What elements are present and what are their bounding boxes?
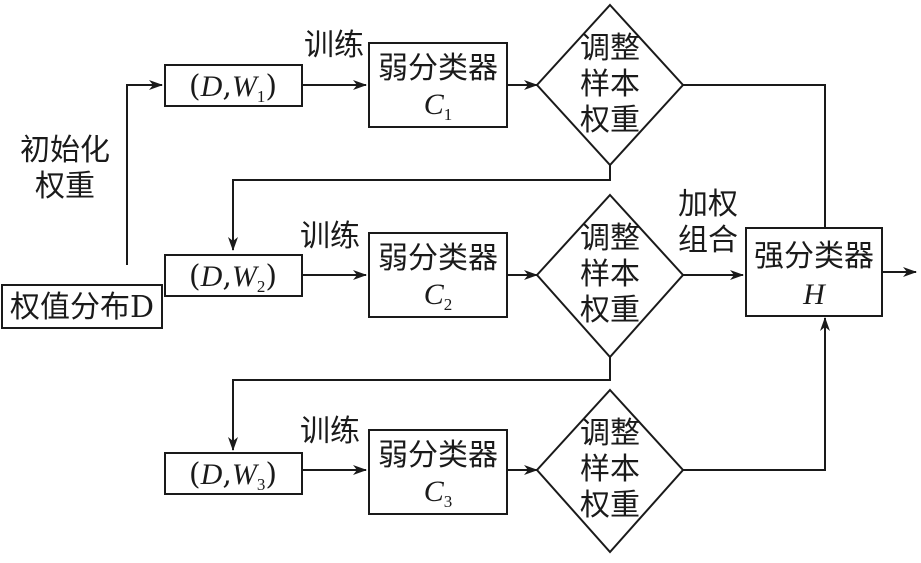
init-weight-box	[1, 284, 163, 329]
edge-adjust1-to-dw2	[228, 165, 611, 251]
edge-adjust2-to-dw3	[228, 357, 611, 451]
train-label-3: 训练	[300, 414, 360, 449]
svg-text:C3: C3	[424, 475, 453, 511]
svg-text:权重: 权重	[580, 103, 640, 138]
strong-classifier: 强分类器 H	[745, 227, 883, 317]
init-weight-text: 权值分布D	[10, 290, 154, 325]
dw-box-3: (D,W3)	[164, 452, 303, 495]
svg-text:弱分类器: 弱分类器	[378, 51, 498, 86]
adjust-diamond-1: 调整 样本 权重	[535, 3, 685, 167]
svg-text:(D,W1): (D,W1)	[189, 69, 277, 106]
svg-text:调整: 调整	[580, 31, 640, 66]
dw-box-2: (D,W2)	[164, 254, 303, 297]
svg-text:样本: 样本	[580, 257, 640, 292]
svg-text:调整: 调整	[580, 416, 640, 451]
svg-text:调整: 调整	[580, 221, 640, 256]
weak-classifier-3: 弱分类器 C3	[368, 429, 508, 515]
svg-text:C2: C2	[424, 278, 453, 314]
adjust-diamond-3: 调整 样本 权重	[535, 388, 685, 554]
adjust-diamond-2: 调整 样本 权重	[535, 193, 685, 359]
weak-classifier-1: 弱分类器 C1	[368, 42, 508, 128]
init-label-line1: 初始化	[20, 133, 110, 168]
edge-adjust3-to-strong	[683, 317, 830, 471]
combine-label-line2: 组合	[678, 223, 738, 258]
weak-classifier-2: 弱分类器 C2	[368, 232, 508, 318]
edge-adjust1-to-strong	[683, 84, 830, 246]
dw-box-1: (D,W1)	[164, 64, 303, 107]
init-label-line2: 权重	[35, 169, 95, 204]
train-label-1: 训练	[304, 28, 364, 63]
svg-text:(D,W3): (D,W3)	[189, 457, 277, 494]
svg-text:权重: 权重	[580, 488, 640, 523]
svg-text:样本: 样本	[580, 67, 640, 102]
svg-text:弱分类器: 弱分类器	[378, 241, 498, 276]
svg-text:C1: C1	[424, 88, 453, 124]
combine-label-line1: 加权	[678, 187, 738, 222]
svg-text:权重: 权重	[580, 293, 640, 328]
svg-text:样本: 样本	[580, 452, 640, 487]
svg-text:弱分类器: 弱分类器	[378, 438, 498, 473]
svg-text:强分类器: 强分类器	[754, 239, 874, 274]
edge-init-to-dw1	[126, 80, 163, 265]
svg-text:H: H	[802, 278, 827, 311]
train-label-2: 训练	[300, 219, 360, 254]
svg-text:(D,W2): (D,W2)	[189, 259, 277, 296]
